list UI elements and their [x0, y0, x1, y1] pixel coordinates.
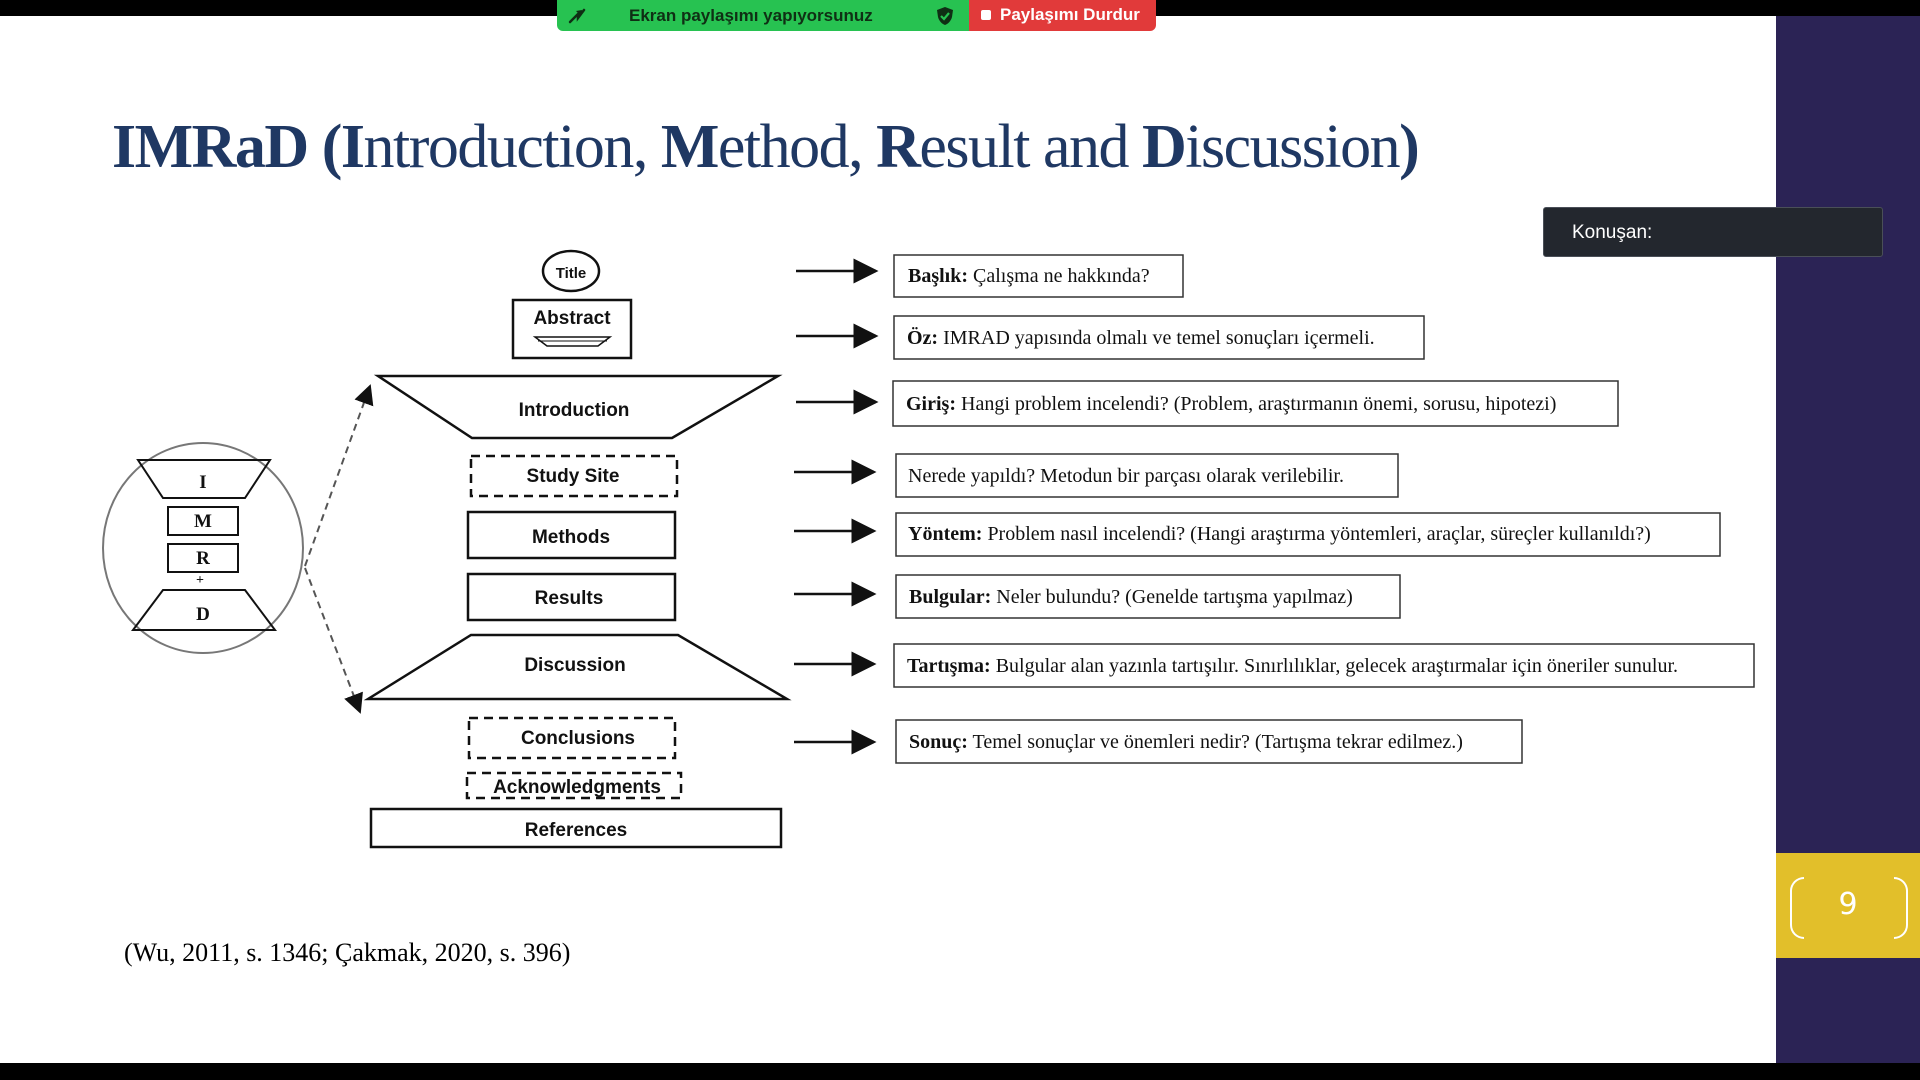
- hourglass-figure: I M R + D: [102, 384, 374, 714]
- section-title: Title: [556, 265, 587, 282]
- svg-text:Başlık: Çalışma ne hakkında?: Başlık: Çalışma ne hakkında?: [908, 265, 1150, 287]
- explanation-methods: Yöntem: Problem nasıl incelendi? (Hangi …: [895, 512, 1721, 557]
- section-discussion: Discussion: [524, 655, 625, 676]
- shield-check-icon: [937, 7, 953, 25]
- active-speaker-label: Konuşan:: [1572, 222, 1653, 243]
- svg-text:Öz: IMRAD yapısında olmalı ve: Öz: IMRAD yapısında olmalı ve temel sonu…: [907, 326, 1375, 349]
- explanation-discussion: Tartışma: Bulgular alan yazınla tartışıl…: [893, 643, 1755, 688]
- hourglass-plus: +: [196, 573, 204, 588]
- explanation-results: Bulgular: Neler bulundu? (Genelde tartış…: [895, 574, 1401, 619]
- svg-text:Sonuç: Temel sonuçlar ve öneml: Sonuç: Temel sonuçlar ve önemleri nedir?…: [909, 731, 1463, 753]
- explanation-boxes: Başlık: Çalışma ne hakkında? Öz: IMRAD y…: [892, 254, 1755, 764]
- svg-text:Bulgular: Neler bulundu? (Gene: Bulgular: Neler bulundu? (Genelde tartış…: [909, 586, 1353, 608]
- citation: (Wu, 2011, s. 1346; Çakmak, 2020, s. 396…: [124, 938, 571, 967]
- slide-title: IMRaD (Introduction, Method, Result and …: [112, 113, 1420, 181]
- svg-text:Nerede yapıldı? Metodun bir p: Nerede yapıldı? Metodun bir parçası olar…: [908, 465, 1344, 487]
- explanation-conclusions: Sonuç: Temel sonuçlar ve önemleri nedir?…: [895, 719, 1523, 764]
- stop-icon: [981, 10, 991, 20]
- explanation-study-site: Nerede yapıldı? Metodun bir parçası olar…: [895, 453, 1399, 498]
- svg-text:Giriş: Hangi problem incelendi: Giriş: Hangi problem incelendi? (Problem…: [906, 393, 1556, 415]
- hourglass-letter-m: M: [194, 511, 212, 532]
- svg-text:Tartışma: Bulgular alan yazınl: Tartışma: Bulgular alan yazınla tartışıl…: [907, 655, 1678, 677]
- share-arrow-icon: [568, 8, 586, 24]
- section-methods: Methods: [532, 527, 610, 548]
- explanation-title: Başlık: Çalışma ne hakkında?: [893, 254, 1184, 298]
- section-introduction: Introduction: [519, 400, 630, 421]
- svg-text:Yöntem: Problem nasıl incelend: Yöntem: Problem nasıl incelendi? (Hangi …: [908, 523, 1651, 545]
- share-status-label: Ekran paylaşımı yapıyorsunuz: [629, 6, 873, 25]
- bottom-black-bar: [0, 1063, 1920, 1080]
- hourglass-letter-r: R: [196, 548, 210, 569]
- stop-sharing-button[interactable]: Paylaşımı Durdur: [969, 0, 1156, 31]
- section-acknowledgments: Acknowledgments: [493, 777, 661, 798]
- active-speaker-panel[interactable]: Konuşan:: [1543, 207, 1883, 257]
- page-number: 9: [1838, 887, 1858, 922]
- explanation-abstract: Öz: IMRAD yapısında olmalı ve temel sonu…: [893, 315, 1425, 360]
- screen-share-status-bar[interactable]: Ekran paylaşımı yapıyorsunuz: [557, 0, 969, 31]
- section-conclusions: Conclusions: [521, 728, 635, 749]
- stop-sharing-label: Paylaşımı Durdur: [1000, 5, 1140, 24]
- section-study-site: Study Site: [527, 466, 620, 487]
- section-results: Results: [535, 588, 604, 609]
- section-references: References: [525, 820, 627, 841]
- hourglass-letter-i: I: [199, 472, 206, 493]
- section-abstract: Abstract: [533, 308, 611, 329]
- paper-structure: Title Abstract Introduction Study Site M…: [363, 249, 792, 849]
- imrad-diagram: I M R + D Title Abstract Introduction St…: [102, 249, 1755, 849]
- hourglass-letter-d: D: [196, 604, 210, 625]
- explanation-arrows: [794, 258, 879, 755]
- explanation-introduction: Giriş: Hangi problem incelendi? (Problem…: [892, 380, 1619, 427]
- page-number-box: 9: [1776, 853, 1920, 958]
